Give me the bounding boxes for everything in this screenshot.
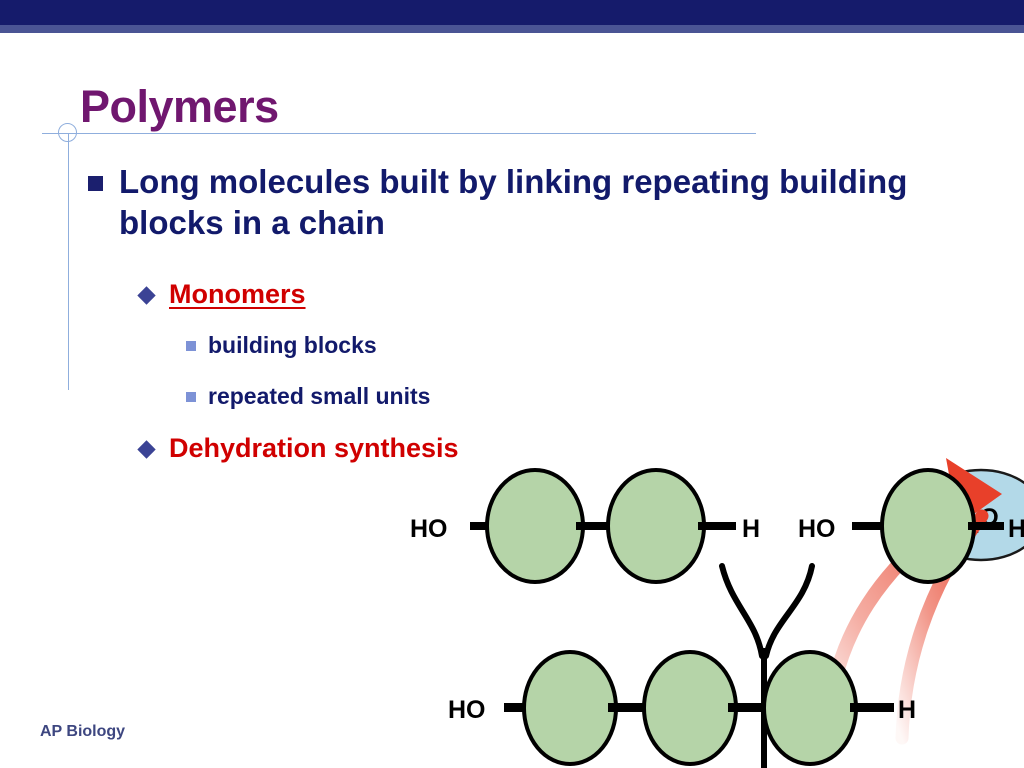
bullet-dehydration-label: Dehydration synthesis xyxy=(169,433,459,463)
reactant-chain-b: HO H xyxy=(798,468,1024,584)
bullet-level3-building-blocks: building blocks xyxy=(186,332,377,360)
bullet-level1-label: Long molecules built by linking repeatin… xyxy=(119,163,908,241)
page-title: Polymers xyxy=(80,81,279,132)
small-square-bullet-icon xyxy=(186,341,196,351)
product-left-label: HO xyxy=(448,696,486,724)
chain-b-right-label: H xyxy=(1008,515,1024,543)
diamond-bullet-icon xyxy=(137,286,156,305)
diamond-bullet-icon xyxy=(137,440,156,459)
title-node-circle-icon xyxy=(58,123,77,142)
chain-a-left-label: HO xyxy=(410,515,448,543)
top-accent-bar-dark xyxy=(0,0,1024,25)
reactant-chain-a: HO H xyxy=(410,468,760,584)
small-square-bullet-icon xyxy=(186,392,196,402)
bullet-level2-monomers: Monomers xyxy=(137,278,306,310)
product-right-label: H xyxy=(898,696,916,724)
product-chain: HO H xyxy=(448,650,916,766)
bullet-level1-main: Long molecules built by linking repeatin… xyxy=(88,162,988,244)
bullet-repeated-units-label: repeated small units xyxy=(208,383,431,409)
bullet-level2-dehydration: Dehydration synthesis xyxy=(137,432,459,464)
square-bullet-icon xyxy=(88,176,103,191)
dehydration-synthesis-diagram: H 2 O HO H HO H xyxy=(380,370,1024,768)
bullet-monomers-label: Monomers xyxy=(169,279,306,309)
bullet-level3-repeated-units: repeated small units xyxy=(186,383,430,411)
bullet-building-blocks-label: building blocks xyxy=(208,332,377,358)
title-horizontal-rule xyxy=(42,133,756,134)
chain-a-right-label: H xyxy=(742,515,760,543)
title-vertical-rule xyxy=(68,133,69,390)
chain-b-left-label: HO xyxy=(798,515,836,543)
reaction-arrow-icon xyxy=(719,563,815,768)
slide-footer: AP Biology xyxy=(40,723,126,740)
top-accent-bar-light xyxy=(0,25,1024,33)
